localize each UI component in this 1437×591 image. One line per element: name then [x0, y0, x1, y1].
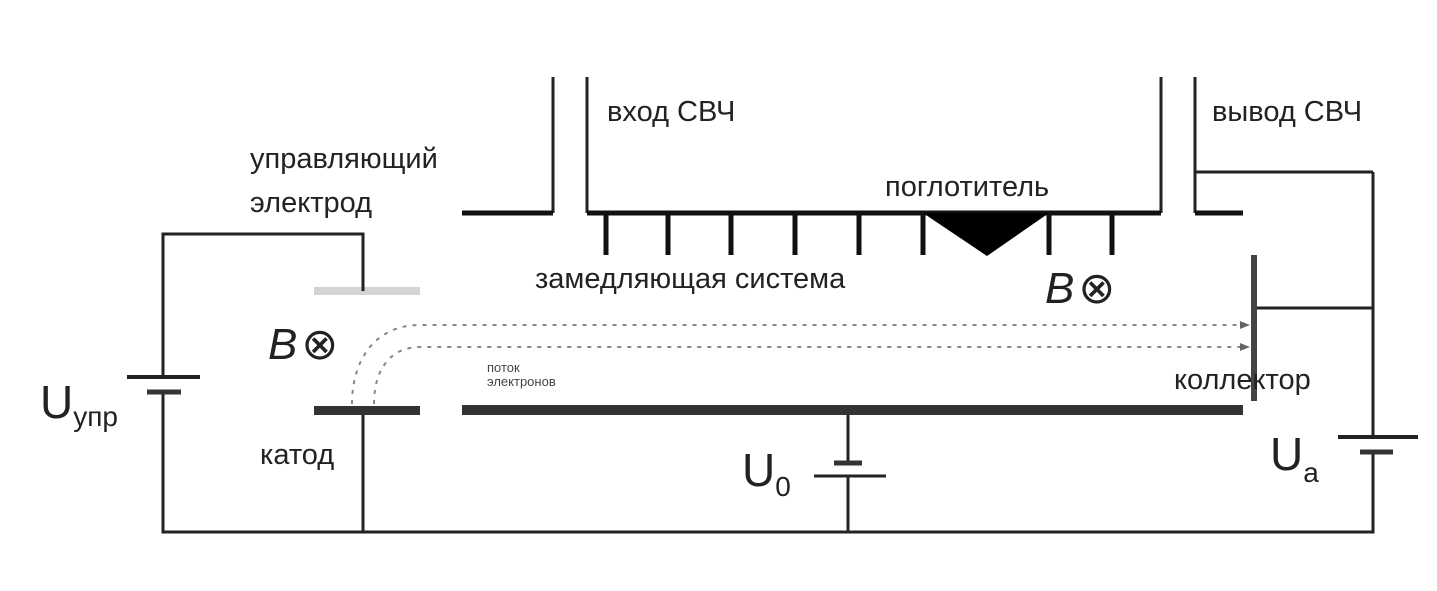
input-waveguide	[585, 77, 1163, 216]
anode-voltage-label: Ua	[1270, 428, 1319, 488]
main-voltage-label: U0	[742, 444, 791, 502]
control-voltage-label: Uупр	[40, 376, 118, 432]
electron-beam	[351, 324, 1240, 405]
sole-electrode	[462, 405, 1243, 415]
input-label: вход СВЧ	[607, 96, 735, 128]
output-waveguide	[1193, 77, 1373, 216]
control-electrode	[314, 287, 420, 295]
slow-wave-label: замедляющая система	[535, 263, 846, 295]
absorber	[923, 213, 1049, 256]
collector-label: коллектор	[1174, 364, 1311, 396]
cathode-label: катод	[260, 439, 334, 471]
slow-wave-structure	[603, 213, 1115, 255]
magnetic-field-label-left: B⊗	[268, 320, 338, 369]
cathode	[314, 406, 420, 415]
control-waveguide-wall	[462, 77, 555, 216]
magnetic-field-label-right: B⊗	[1045, 264, 1115, 313]
control-electrode-label-1: управляющий	[250, 143, 438, 175]
circuit-wires	[161, 172, 1375, 534]
flow-label-1: поток	[487, 360, 520, 375]
absorber-label: поглотитель	[885, 171, 1049, 203]
battery-anode	[1338, 435, 1418, 455]
battery-control	[127, 375, 200, 395]
cross-icon: ⊗	[1078, 264, 1115, 313]
output-label: вывод СВЧ	[1212, 96, 1362, 128]
collector	[1251, 255, 1257, 401]
beam-arrows	[1240, 321, 1250, 351]
control-electrode-label-2: электрод	[250, 187, 372, 219]
cross-icon: ⊗	[301, 320, 338, 369]
battery-main	[814, 460, 886, 478]
flow-label-2: электронов	[487, 374, 556, 389]
